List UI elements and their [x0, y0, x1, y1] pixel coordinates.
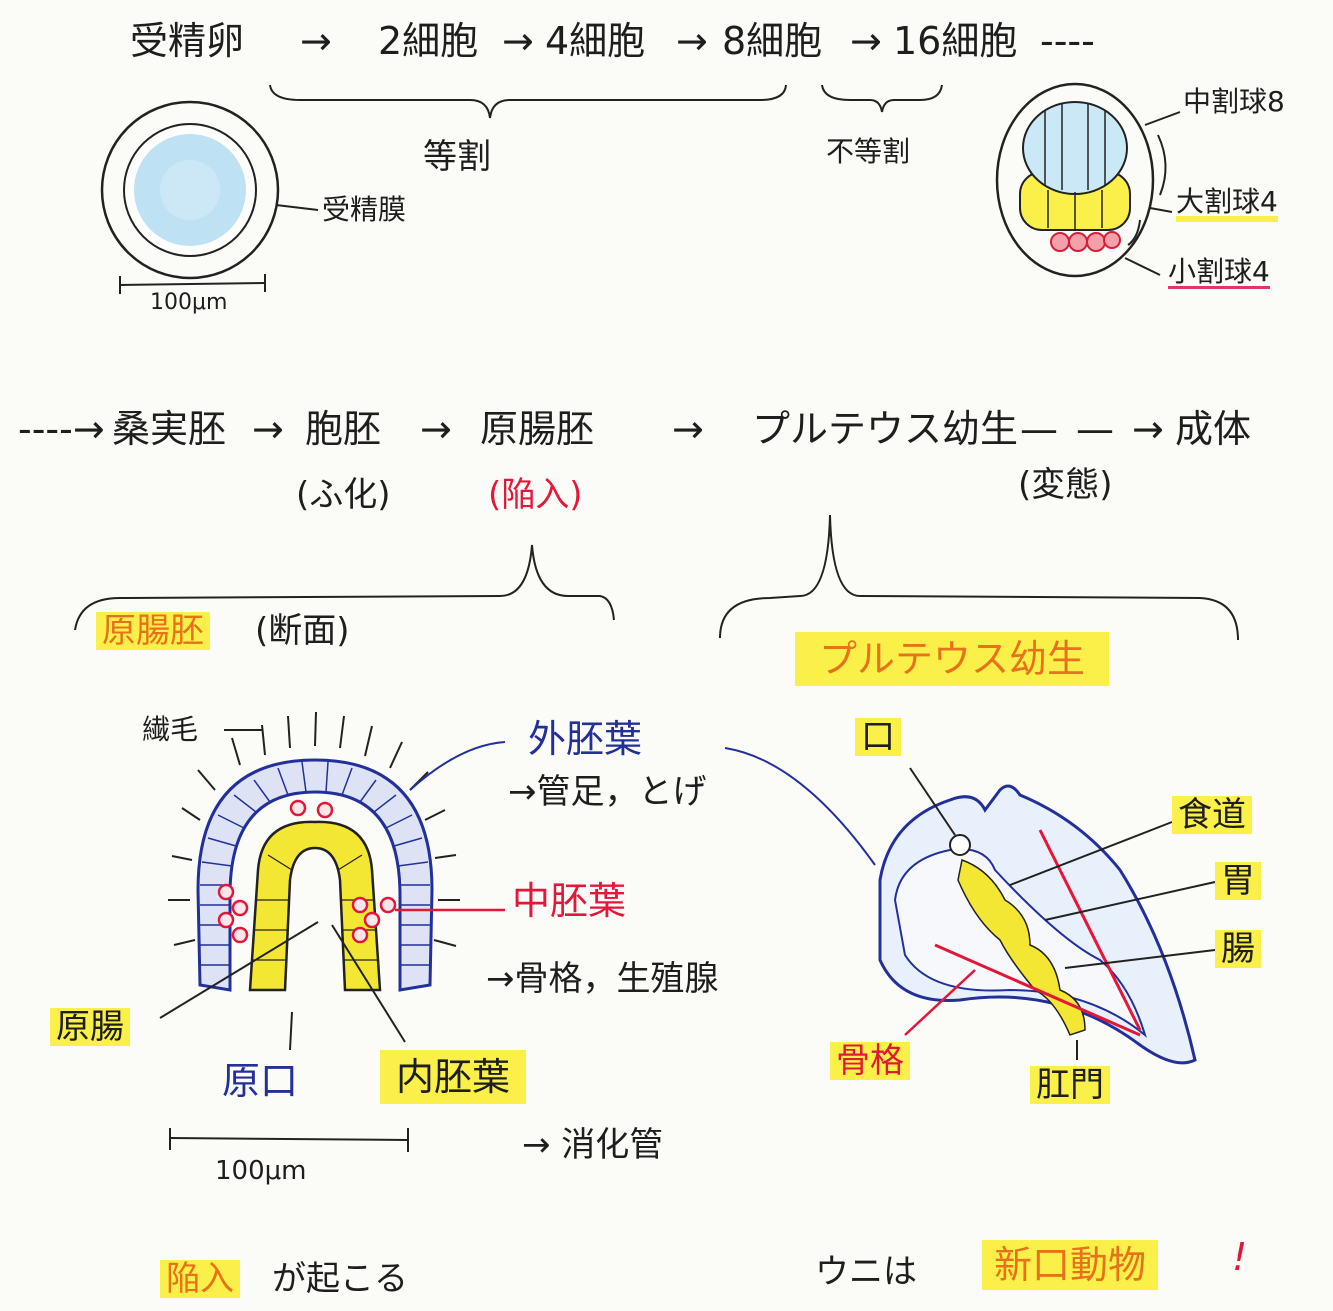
micromere-label: 小割球4 [1168, 255, 1270, 289]
arrow-2: → [502, 19, 534, 63]
endoderm-label: 内胚葉 [380, 1050, 527, 1104]
gastrula-brace [74, 544, 615, 631]
gastrula-label: 原腸胚 [480, 407, 595, 451]
arrow-7: → [672, 407, 704, 451]
invagination-label: (陥入) [488, 475, 583, 515]
adult-label: 成体 [1175, 407, 1252, 451]
metamorphosis-label: (変態) [1018, 465, 1113, 505]
blastula-label: 胞胚 [305, 407, 382, 451]
arrow-6: → [420, 407, 452, 451]
arrow-3: → [676, 19, 708, 63]
archenteron-label: 原腸 [50, 1008, 130, 1046]
pluteus-brace [719, 514, 1239, 641]
mouth-label: 口 [855, 718, 901, 756]
footer-occurs: が起こる [272, 1259, 408, 1299]
two-cell-label: 2細胞 [378, 19, 479, 63]
four-cell-label: 4細胞 [545, 19, 646, 63]
gastrula-panel-title: 原腸胚 [96, 612, 210, 650]
gastrula-panel-subtitle: (断面) [255, 611, 350, 651]
pluteus-panel-title: プルテウス幼生 [795, 632, 1110, 686]
footer-urchin-is: ウニは [815, 1252, 917, 1292]
cilia-label: 繊毛 [142, 713, 199, 746]
unequal-cleavage-label: 不等割 [826, 135, 911, 168]
stomach-label: 胃 [1215, 862, 1261, 900]
second-dashes: ----→ [18, 407, 105, 451]
hatching-label: (ふ化) [296, 475, 391, 515]
anus-label: 肛門 [1030, 1066, 1110, 1104]
equal-cleavage-label: 等割 [423, 137, 491, 177]
morula-label: 桑実胚 [112, 407, 227, 451]
arrow-1: → [300, 19, 332, 63]
egg-scale-label: 100μm [150, 290, 228, 315]
fertilized-egg-drawing [100, 100, 319, 294]
intestine-label: 腸 [1215, 930, 1261, 968]
macromere-label: 大割球4 [1176, 188, 1278, 222]
mesoderm-fate: →骨格，生殖腺 [486, 959, 719, 999]
eight-cell-label: 8細胞 [722, 19, 823, 63]
arrow-5: → [252, 407, 284, 451]
equal-cleavage-brace [269, 84, 787, 119]
arrow-4: → [850, 19, 882, 63]
endoderm-fate: → 消化管 [522, 1125, 664, 1165]
fertilized-egg-label: 受精卵 [130, 19, 245, 63]
esophagus-label: 食道 [1172, 796, 1252, 834]
sixteen-cell-embryo-drawing [995, 82, 1181, 278]
fertilization-membrane-label: 受精膜 [322, 193, 407, 226]
blastopore-label: 原口 [222, 1059, 299, 1103]
footer-exclamation: ! [1232, 1235, 1248, 1279]
unequal-cleavage-brace [821, 84, 943, 113]
long-arrow: ——→ [1020, 407, 1182, 451]
ectoderm-label: 外胚葉 [528, 717, 643, 761]
continuation-dashes: ---- [1040, 19, 1095, 63]
gastrula-scale-label: 100μm [215, 1156, 307, 1186]
gastrula-drawing [159, 711, 506, 1152]
sixteen-cell-label: 16細胞 [893, 19, 1018, 63]
mesoderm-label: 中胚葉 [512, 879, 627, 923]
ectoderm-fate: →管足，とげ [508, 772, 707, 812]
footer-deuterostome: 新口動物 [982, 1240, 1159, 1290]
skeleton-label: 骨格 [830, 1042, 910, 1080]
mesomere-label: 中割球8 [1183, 85, 1285, 118]
footer-invagination: 陥入 [160, 1260, 240, 1298]
pluteus-drawing [724, 747, 1216, 1065]
pluteus-label: プルテウス幼生 [752, 407, 1019, 451]
